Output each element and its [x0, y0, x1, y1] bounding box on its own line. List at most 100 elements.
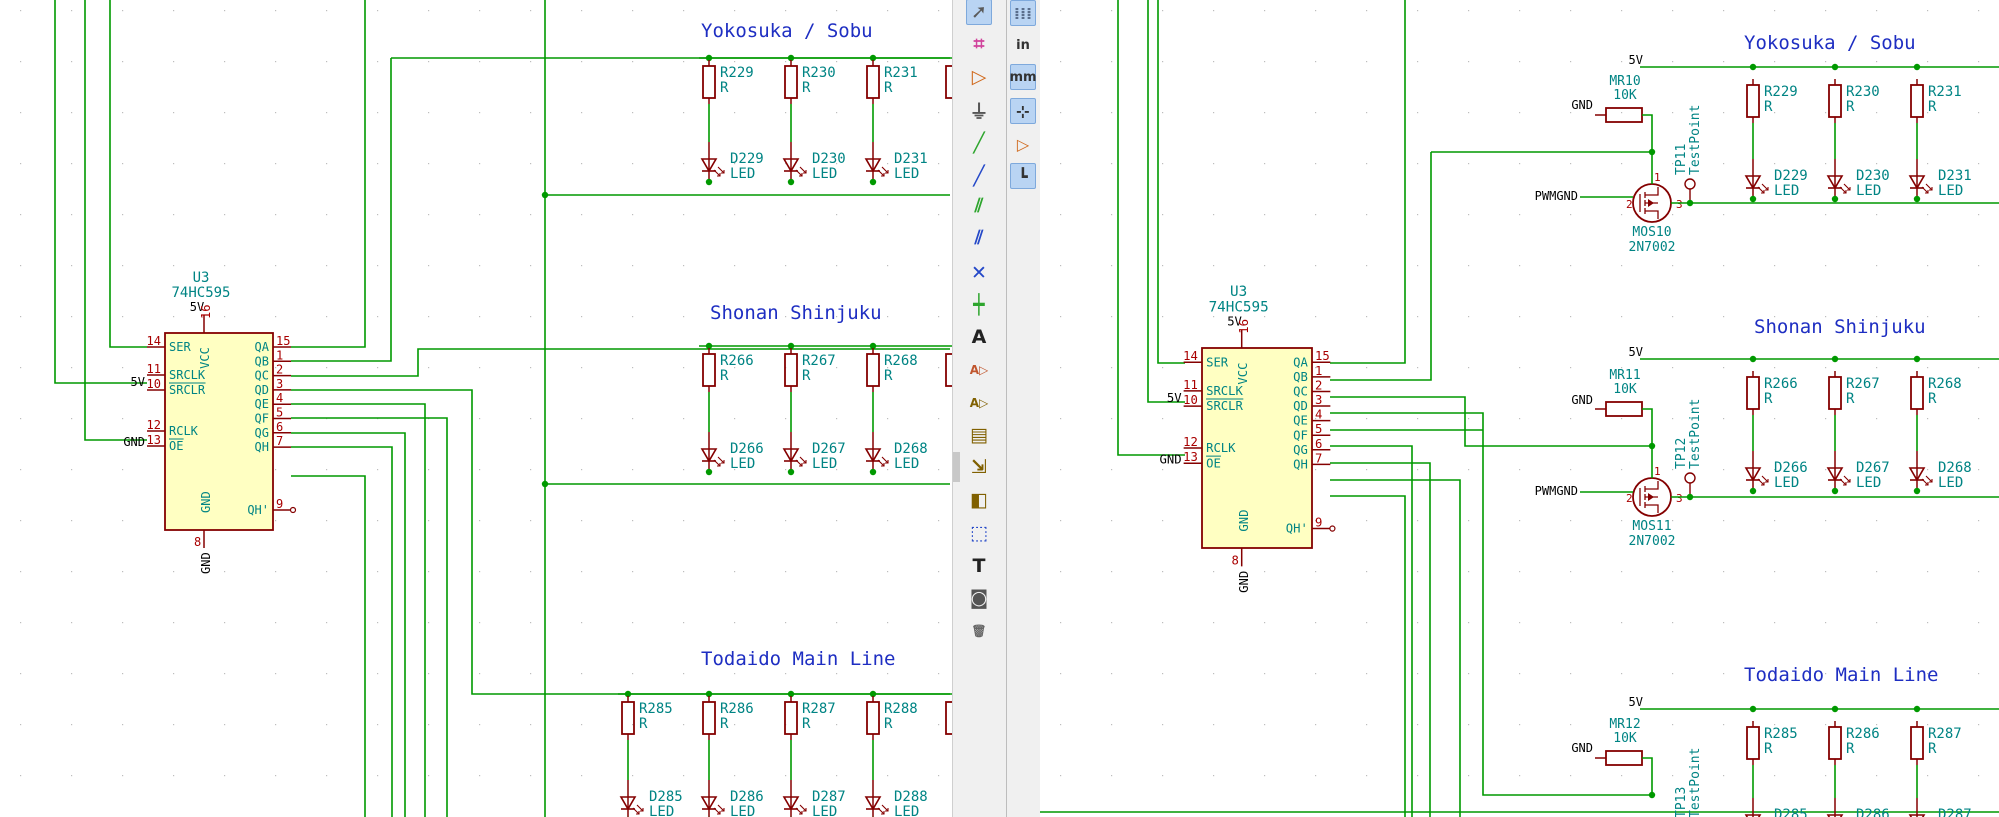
delete-tool-button[interactable]: 🗑 — [966, 618, 992, 644]
wire[interactable] — [54, 0, 147, 384]
add-bus-entry-tool-button[interactable]: ⫽ — [966, 225, 992, 251]
add-label-tool-button[interactable]: A — [966, 324, 992, 350]
select-arrow-tool-button[interactable]: ➚ — [966, 0, 992, 25]
wire[interactable] — [1147, 0, 1185, 403]
no-connect-tool-button[interactable]: ✕ — [966, 260, 992, 286]
add-junction-tool-button[interactable]: ┿ — [966, 292, 992, 318]
add-bus-tool-button[interactable]: ╱ — [966, 163, 992, 189]
wire[interactable] — [291, 432, 406, 817]
line-mode-button[interactable]: ┗ — [1010, 163, 1036, 189]
wire[interactable] — [291, 446, 393, 817]
wire[interactable] — [1642, 114, 1653, 152]
wire[interactable] — [1642, 408, 1653, 446]
add-hier-label-tool-button[interactable]: A▷ — [966, 390, 992, 416]
wire[interactable] — [1330, 0, 1406, 364]
wire[interactable] — [1117, 0, 1185, 456]
add-sheet-pin-tool-button[interactable]: ◧ — [966, 487, 992, 513]
add-rectangle-tool-button[interactable]: ⬚ — [966, 520, 992, 546]
wire[interactable] — [291, 417, 448, 817]
wire[interactable] — [291, 348, 950, 377]
add-wire-entry-tool-button[interactable]: ⫽ — [966, 193, 992, 219]
wire[interactable] — [1642, 757, 1653, 795]
add-global-label-tool-button[interactable]: A▷ — [966, 357, 992, 383]
wire[interactable] — [291, 0, 366, 348]
wire[interactable] — [1330, 462, 1431, 817]
wire[interactable] — [84, 0, 147, 441]
wire[interactable] — [291, 475, 366, 817]
add-power-tool-button[interactable]: ⏚ — [966, 97, 992, 123]
add-sheet-tool-button[interactable]: ▤ — [966, 422, 992, 448]
highlight-net-tool-button[interactable]: ⌗ — [966, 31, 992, 57]
wire[interactable] — [1330, 412, 1652, 796]
add-image-tool-button[interactable]: ◙ — [966, 585, 992, 611]
add-wire-tool-button[interactable]: ╱ — [966, 130, 992, 156]
wire[interactable] — [1330, 152, 1432, 381]
wire[interactable] — [1330, 396, 1652, 447]
toolbar-scroll-handle[interactable] — [953, 452, 960, 482]
wire[interactable] — [1330, 479, 1461, 817]
wire[interactable] — [1330, 495, 1406, 817]
wire[interactable] — [109, 0, 147, 348]
wire[interactable] — [1330, 445, 1413, 817]
add-text-tool-button[interactable]: T — [966, 553, 992, 579]
wire[interactable] — [1157, 0, 1185, 364]
cursor-style-button[interactable]: ⊹ — [1010, 98, 1036, 124]
grid-toggle-button[interactable]: ⁞⁞⁞ — [1010, 0, 1036, 26]
hidden-pins-button[interactable]: ▷ — [1010, 131, 1036, 157]
wire[interactable] — [291, 403, 426, 817]
inch-units-button[interactable]: in — [1010, 32, 1036, 58]
